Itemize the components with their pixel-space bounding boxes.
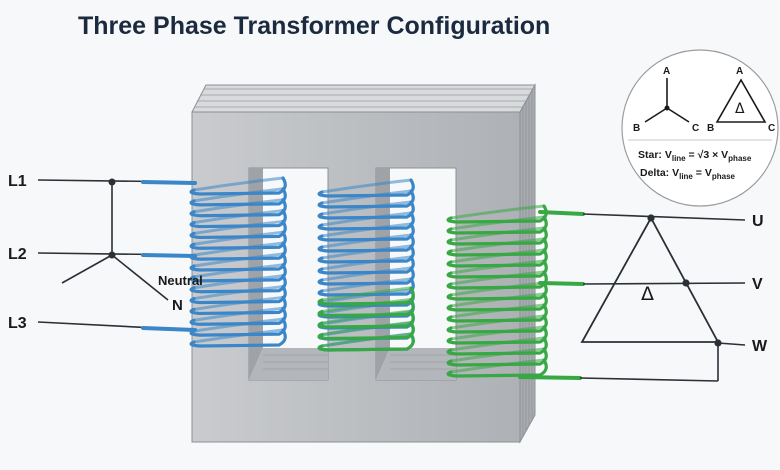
page-title: Three Phase Transformer Configuration	[78, 12, 551, 40]
star-node-a: A	[663, 66, 670, 77]
primary-coil-phase-2	[317, 178, 415, 352]
configuration-inset: A B C A B C Δ Star: Vline = √3 × Vphase …	[621, 49, 779, 207]
star-formula: Star: Vline = √3 × Vphase	[638, 149, 752, 163]
secondary-wiring	[579, 213, 746, 382]
star-symbol	[644, 78, 690, 123]
star-point-dot	[108, 251, 116, 259]
line-label-l1: L1	[8, 173, 27, 190]
node-u-dot	[647, 214, 655, 222]
neutral-terminal-label: N	[172, 297, 183, 314]
secondary-leads	[518, 210, 585, 380]
star-node-b: B	[633, 123, 640, 134]
junction-dot	[108, 178, 116, 186]
terminal-label-w: W	[752, 338, 768, 355]
neutral-caption: Neutral	[158, 273, 203, 288]
delta-symbol: Δ	[641, 283, 654, 305]
primary-leads	[141, 180, 197, 332]
delta-formula: Delta: Vline = Vphase	[640, 167, 736, 181]
line-label-l3: L3	[8, 315, 27, 332]
terminal-label-u: U	[752, 213, 764, 230]
delta-node-a: A	[736, 66, 743, 77]
delta-node-c: C	[768, 123, 775, 134]
node-w-dot	[714, 339, 722, 347]
star-node-c: C	[692, 123, 699, 134]
node-v-dot	[682, 279, 690, 287]
delta-node-b: B	[707, 123, 714, 134]
primary-coil-phase-1	[189, 176, 287, 348]
terminal-label-v: V	[752, 276, 763, 293]
line-label-l2: L2	[8, 246, 27, 263]
inset-delta-symbol: Δ	[735, 101, 745, 117]
secondary-coil-phase-3	[446, 204, 548, 378]
delta-triangle-icon	[715, 78, 767, 123]
